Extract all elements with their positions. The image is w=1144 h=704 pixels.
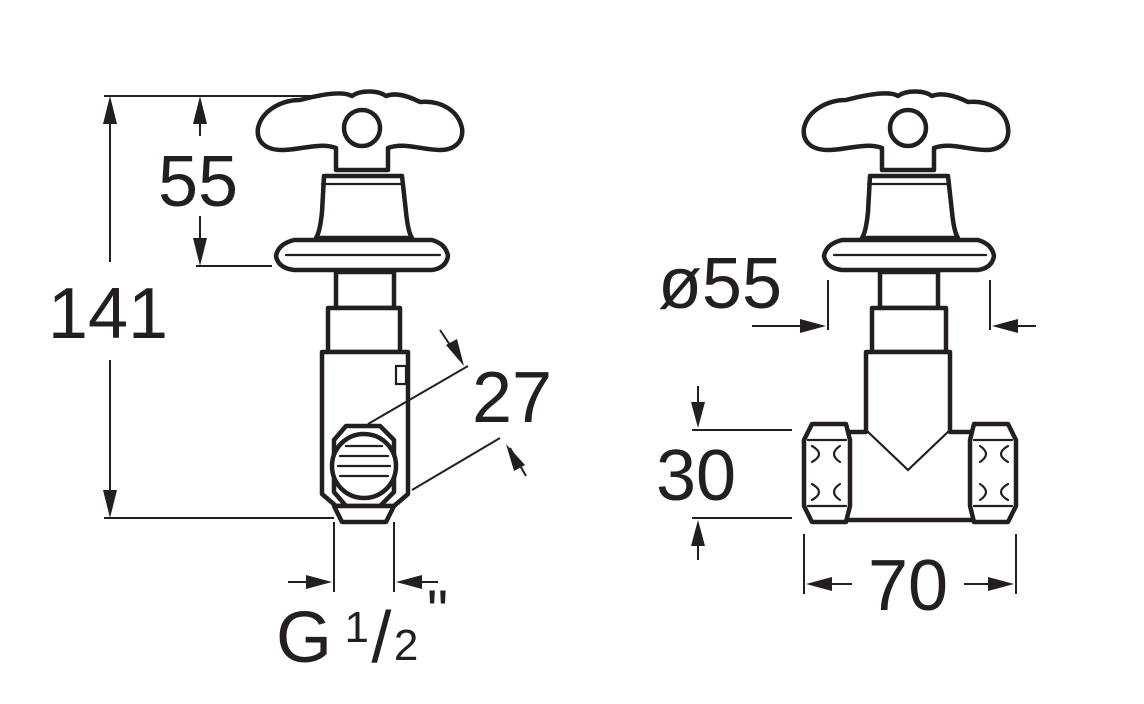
side-handle-hub: [341, 107, 383, 149]
dim-overall-height: 141: [48, 274, 168, 354]
dim-handle-height: 55: [158, 142, 238, 222]
front-dimensions: ø55 30 70: [656, 244, 1036, 626]
dim-flange-diameter: ø55: [658, 244, 782, 324]
front-left-hex-nut: [801, 421, 853, 525]
front-view: [801, 89, 1019, 525]
front-spindle: [877, 269, 941, 311]
front-handle-hub: [887, 107, 929, 149]
side-spindle: [333, 269, 397, 311]
dim-body-height: 30: [656, 436, 736, 516]
side-spindle-collar: [325, 305, 403, 355]
side-bell-cover: [313, 173, 415, 241]
front-spindle-collar: [869, 305, 949, 355]
dim-nut-width: 27: [472, 358, 552, 438]
side-view: [255, 89, 465, 525]
front-bell-cover: [859, 173, 961, 241]
dim-body-length: 70: [868, 546, 948, 626]
side-bottom-hex: [331, 503, 397, 525]
side-dimensions: 141 55 27 G 1 / 2 ": [48, 95, 552, 678]
dim-thread-size: G 1 / 2 ": [276, 578, 448, 678]
front-right-hex-nut: [967, 421, 1019, 525]
